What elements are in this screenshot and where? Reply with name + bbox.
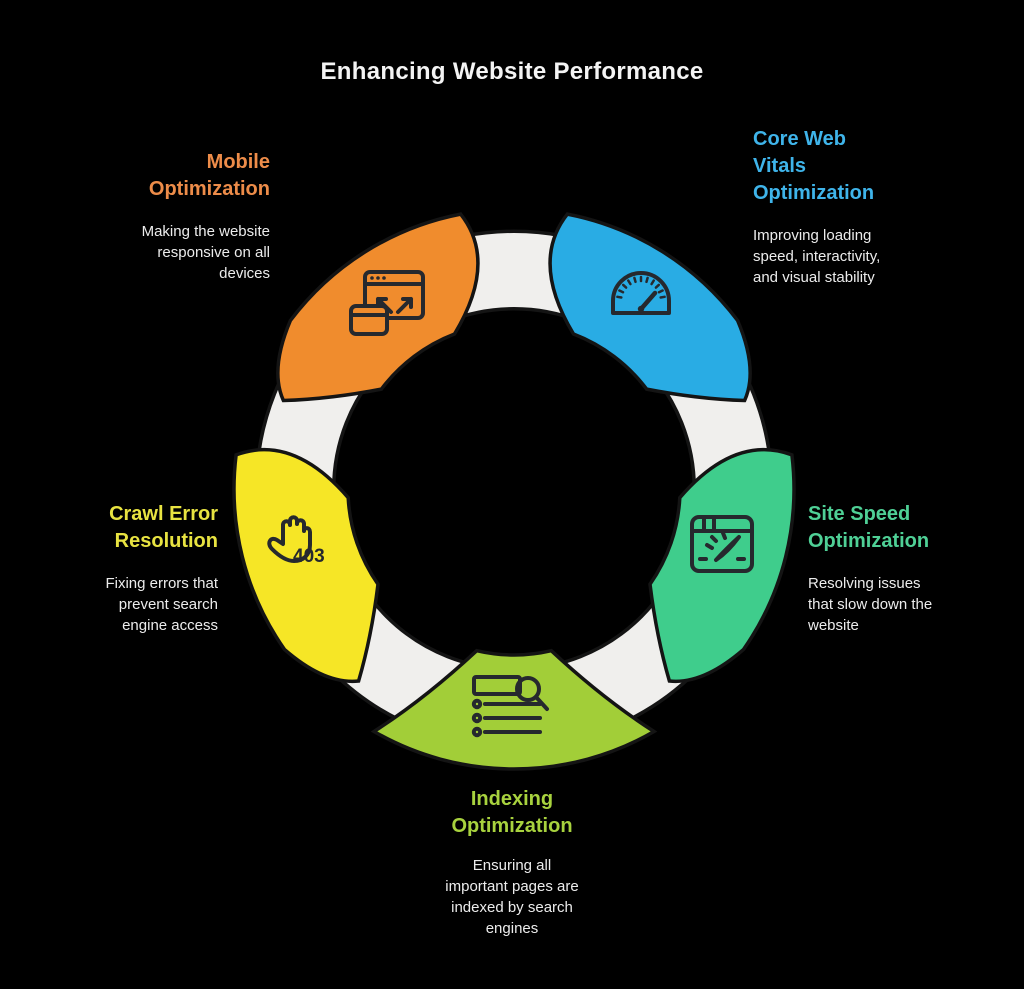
segment-label-crawl-error: Crawl Error Resolution: [109, 503, 218, 552]
segment-block-crawl-error: Crawl Error Resolution Fixing errors tha…: [105, 501, 218, 636]
speed-dial-window-icon: [690, 515, 754, 573]
segment-block-core-web-vitals: Core Web Vitals Optimization Improving l…: [753, 126, 880, 288]
segment-block-mobile-optimization: Mobile Optimization Making the website r…: [142, 149, 270, 284]
search-list-icon: [471, 675, 549, 738]
error-code-label: 403: [293, 546, 325, 567]
segment-wedge-crawl-error: [232, 447, 380, 684]
segment-label-core-web-vitals: Core Web Vitals Optimization: [753, 128, 875, 204]
segment-label-mobile-optimization: Mobile Optimization: [148, 151, 270, 200]
segment-label-site-speed: Site Speed Optimization: [808, 503, 930, 552]
segment-block-site-speed: Site Speed Optimization Resolving issues…: [808, 501, 932, 636]
responsive-browser-icon: [349, 270, 425, 336]
segment-description-core-web-vitals: Improving loading speed, interactivity, …: [753, 227, 881, 286]
segment-description-crawl-error: Fixing errors that prevent search engine…: [105, 575, 218, 634]
segment-wedge-core-web-vitals: [548, 212, 752, 403]
segment-description-indexing: Ensuring all important pages are indexed…: [445, 857, 579, 937]
segment-label-indexing: Indexing Optimization: [451, 788, 573, 837]
segment-wedge-indexing: [370, 648, 658, 771]
speedometer-icon: [611, 271, 671, 315]
stop-hand-403-icon: 403: [267, 515, 325, 567]
segment-description-mobile-optimization: Making the website responsive on all dev…: [141, 223, 270, 282]
segment-wedge-site-speed: [648, 447, 796, 684]
segment-block-indexing: Indexing Optimization Ensuring all impor…: [0, 786, 1024, 939]
page-title: Enhancing Website Performance: [320, 58, 704, 85]
segment-description-site-speed: Resolving issues that slow down the webs…: [808, 575, 933, 634]
